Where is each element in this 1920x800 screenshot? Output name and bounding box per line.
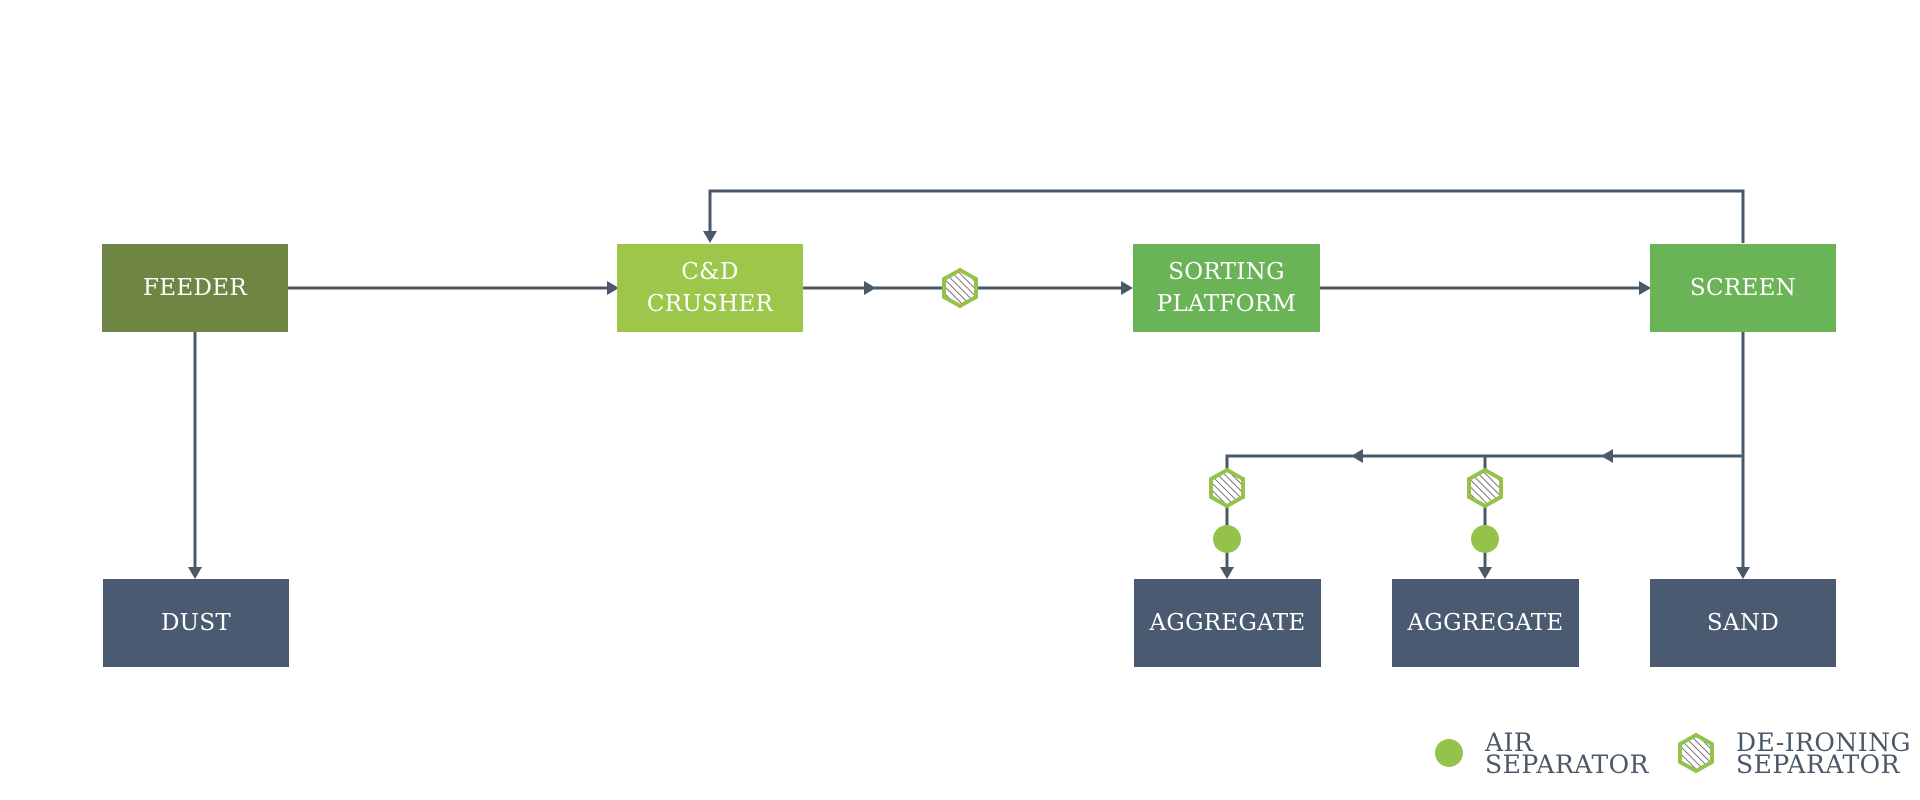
- arrowhead-aggregate-2-in: [1478, 567, 1492, 579]
- air-separator-icon: [1471, 525, 1499, 553]
- arrowhead-screen-in: [1639, 281, 1651, 295]
- aggregate-node: AGGREGATE: [1392, 579, 1579, 667]
- arrowhead-mid-crusher-sorting: [864, 281, 876, 295]
- arrowhead-crusher-in: [607, 281, 619, 295]
- arrowhead-branch-left-2: [1351, 449, 1363, 463]
- sorting-platform-node: SORTING PLATFORM: [1133, 244, 1320, 332]
- arrowhead-sand-in: [1736, 567, 1750, 579]
- dust-node: DUST: [103, 579, 289, 667]
- arrowhead-sorting-in: [1121, 281, 1133, 295]
- feeder-node: FEEDER: [102, 244, 288, 332]
- air-separator-icon: [1213, 525, 1241, 553]
- legend-air-separator-label: AIR SEPARATOR: [1485, 728, 1649, 779]
- arrowhead-aggregate-1-in: [1220, 567, 1234, 579]
- arrowhead-crusher-return: [703, 231, 717, 243]
- arrowhead-dust-in: [188, 567, 202, 579]
- deironing-separator-icon: [942, 267, 978, 309]
- sand-node: SAND: [1650, 579, 1836, 667]
- aggregate-node: AGGREGATE: [1134, 579, 1321, 667]
- legend-deironing-separator-label: DE-IRONING SEPARATOR: [1736, 728, 1911, 779]
- legend-air-separator-icon: [1435, 739, 1463, 767]
- screen-node: SCREEN: [1650, 244, 1836, 332]
- crusher-node: C&D CRUSHER: [617, 244, 803, 332]
- arrowhead-branch-left-1: [1601, 449, 1613, 463]
- deironing-separator-icon: [1467, 467, 1503, 509]
- legend-deironing-separator-icon: [1678, 732, 1714, 774]
- deironing-separator-icon: [1209, 467, 1245, 509]
- connector-screen-crusher-return: [708, 189, 1745, 243]
